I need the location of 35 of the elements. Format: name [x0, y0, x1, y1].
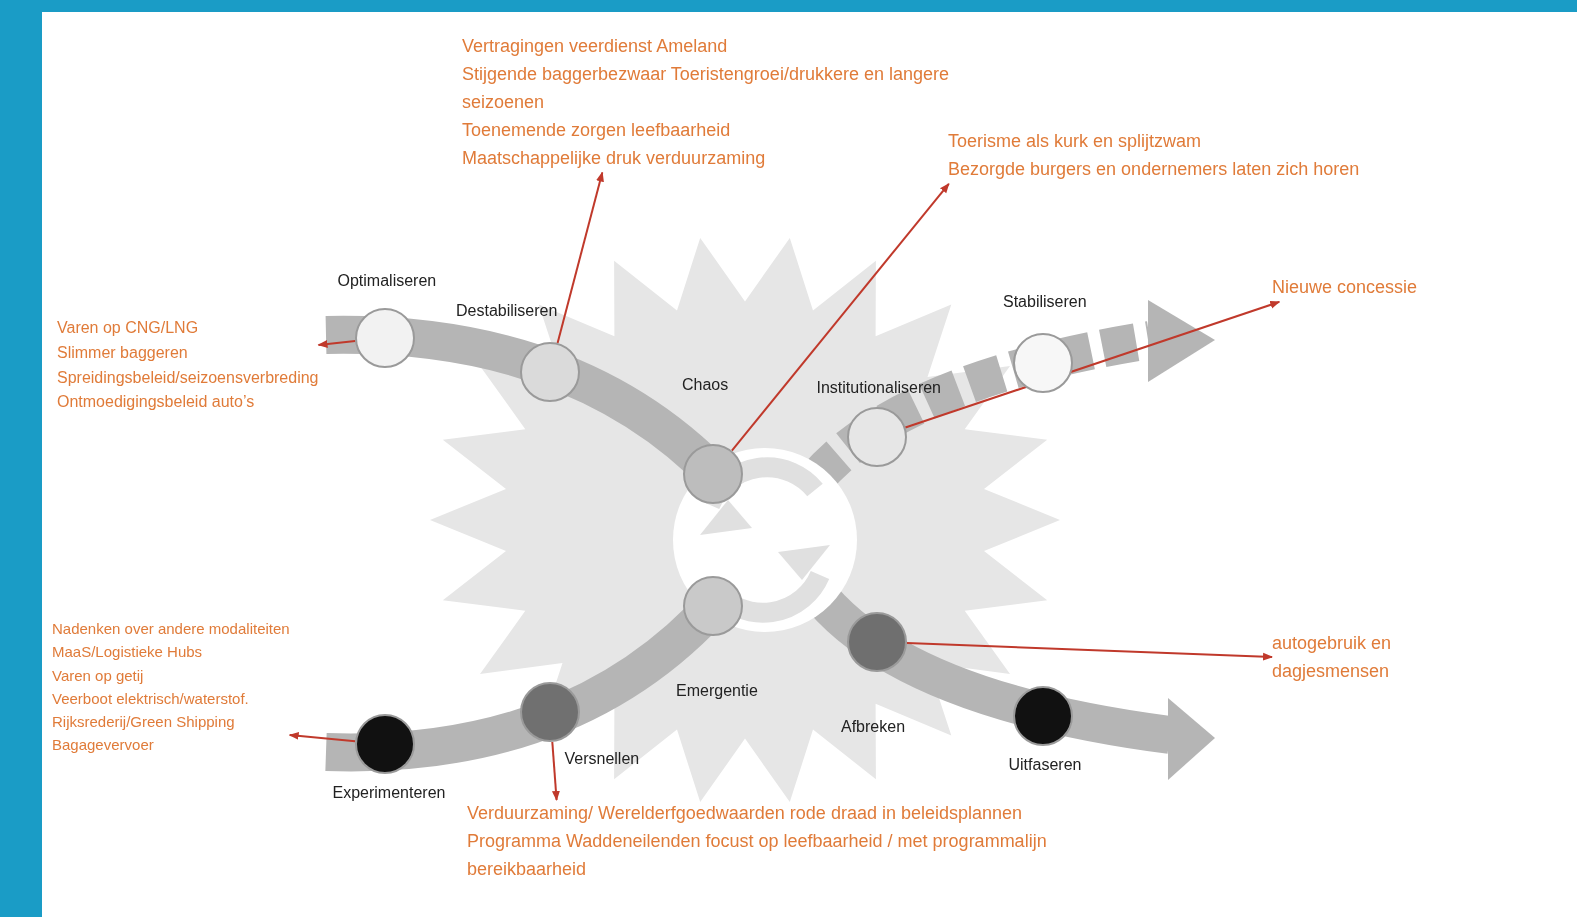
phase-label: Versnellen: [564, 750, 640, 768]
phase-label: Uitfaseren: [1008, 756, 1082, 774]
note-text: Programma Waddeneilenden focust op leefbaarheid / met programmalijn bereikbaarheid: [467, 829, 1048, 881]
leader-arrow: [904, 300, 1281, 429]
note-text: Ontmoedigingsbeleid auto’s: [57, 392, 256, 413]
note-text: Nieuwe concessie: [1272, 276, 1419, 299]
note-text: Slimmer baggeren: [57, 342, 189, 363]
leader-arrow: [288, 731, 357, 743]
phase-label: Afbreken: [841, 718, 906, 736]
note-text: Veerboot elektrisch/waterstof.: [52, 688, 250, 709]
phase-label: Stabiliseren: [1003, 293, 1087, 311]
note-text: Bagagevervoer: [52, 735, 155, 756]
note-text: MaaS/Logistieke Hubs: [52, 642, 204, 663]
note-text: Rijksrederij/Green Shipping: [52, 712, 236, 732]
phase-label: Destabiliseren: [456, 302, 558, 320]
phase-label: Institutionaliseren: [816, 379, 941, 397]
leader-arrow: [556, 171, 604, 344]
note-text: Nadenken over andere modaliteiten: [52, 619, 290, 639]
note-text: Varen op getij: [52, 665, 145, 686]
phase-label: Emergentie: [676, 682, 758, 700]
note-text: Spreidingsbeleid/seizoensverbreding: [57, 367, 319, 388]
note-text: Varen op CNG/LNG: [57, 318, 200, 338]
note-text: Vertragingen veerdienst Ameland: [462, 35, 729, 58]
leader-arrow: [551, 740, 560, 801]
note-text: Verduurzaming/ Werelderfgoedwaarden rode draad in beleidsplannen: [467, 802, 1024, 825]
phase-label: Chaos: [682, 376, 729, 394]
phase-label: Optimaliseren: [337, 272, 437, 290]
phase-label: Experimenteren: [332, 784, 446, 802]
leader-arrow: [730, 182, 950, 452]
note-text: Stijgende baggerbezwaar Toeristengroei/drukkere en langere seizoenen: [462, 62, 950, 114]
note-text: Bezorgde burgers en ondernemers laten zich horen: [948, 157, 1361, 181]
note-text: Toerisme als kurk en splijtzwam: [948, 130, 1203, 153]
leader-arrow: [906, 642, 1273, 661]
note-text: autogebruik en dagjesmensen: [1272, 632, 1393, 683]
leader-arrow: [317, 340, 357, 349]
